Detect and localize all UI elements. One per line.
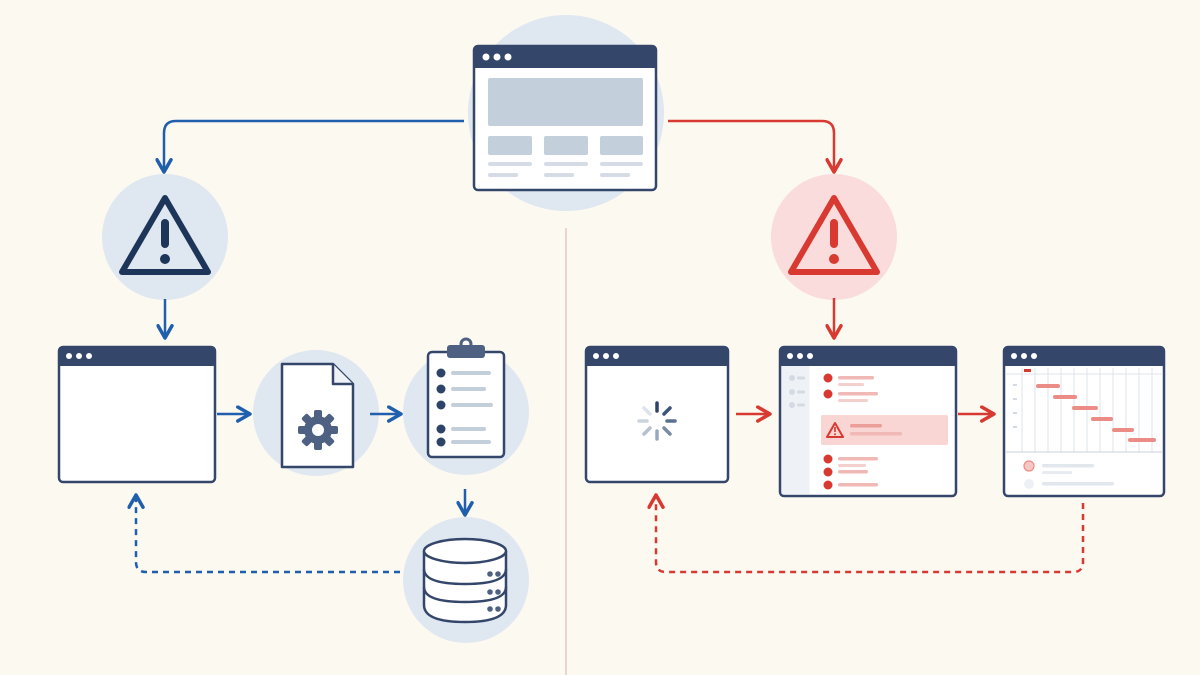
warning-triangle-icon	[826, 422, 844, 438]
arrow-top-to-right-warning	[668, 119, 843, 174]
database-server-icon	[422, 537, 508, 624]
arrow-database-loop-back	[127, 493, 400, 574]
error-list-window	[778, 345, 958, 498]
document-group	[253, 350, 379, 476]
database-group	[403, 517, 529, 643]
left-blank-window	[57, 345, 217, 484]
clipboard-group	[403, 337, 529, 475]
arrow-gantt-loop-back	[647, 493, 1085, 574]
loading-spinner-icon	[637, 401, 677, 441]
gantt-window	[1002, 345, 1166, 498]
warning-triangle-icon	[788, 195, 880, 275]
clipboard-checklist-icon	[426, 337, 506, 459]
warning-triangle-icon	[119, 195, 211, 275]
browser-window-icon	[472, 44, 658, 192]
loading-window	[584, 345, 730, 484]
arrow-top-to-left-warning	[155, 119, 464, 174]
left-warning-group	[102, 174, 228, 300]
top-window-group	[468, 15, 664, 211]
right-warning-group	[771, 174, 897, 300]
document-gear-icon	[280, 362, 355, 469]
